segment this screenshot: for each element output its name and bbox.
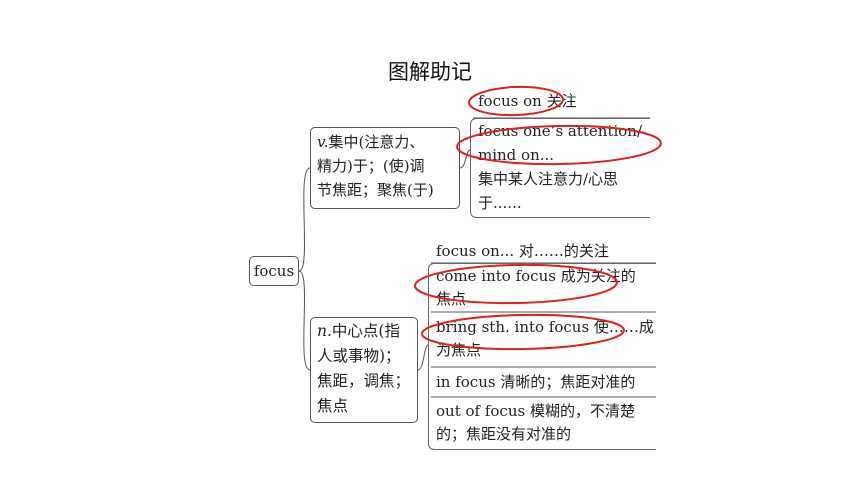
verb-node: v.集中(注意力、 精力)于；(使)调 节焦距；聚焦(于) — [310, 127, 460, 209]
noun-item-come-into-focus: come into focus 成为关注的 焦点 — [436, 265, 636, 311]
connector-root-noun — [298, 270, 311, 371]
verb-item-b-line-1: focus one’s attention/ — [478, 122, 643, 140]
noun-item-b-line-2: 焦点 — [436, 290, 467, 308]
noun-item-focus-on: focus on... 对……的关注 — [436, 240, 609, 263]
noun-item-bring-into-focus: bring sth. into focus 使……成 为焦点 — [436, 316, 654, 362]
verb-line-2: 精力)于；(使)调 — [317, 157, 425, 175]
noun-items-bracket — [428, 263, 656, 450]
verb-item-focus-attention: focus one’s attention/ mind on... 集中某人注意… — [478, 119, 642, 215]
noun-node: n.中心点(指 人或事物)； 焦距，调焦； 焦点 — [310, 317, 418, 423]
noun-line-3: 焦距，调焦； — [317, 372, 411, 390]
verb-item-b-line-3: 集中某人注意力/心思 — [478, 170, 619, 188]
root-node-focus: focus — [249, 256, 299, 286]
diagram-title: 图解助记 — [388, 60, 472, 84]
verb-items-bracket — [470, 118, 650, 218]
noun-item-c-line-2: 为焦点 — [436, 341, 482, 359]
pos-prefix: n. — [317, 322, 332, 340]
pos-prefix: v. — [317, 133, 329, 151]
noun-item-in-focus: in focus 清晰的；焦距对准的 — [436, 371, 635, 394]
noun-item-b-line-1: come into focus 成为关注的 — [436, 267, 636, 285]
noun-item-e-line-1: out of focus 模糊的，不清楚 — [436, 402, 635, 420]
connector-noun-items — [417, 344, 429, 371]
verb-line-3: 节焦距；聚焦(于) — [317, 181, 434, 199]
verb-item-b-line-4: 于...... — [478, 194, 522, 212]
connector-verb-items — [459, 149, 471, 169]
noun-line-1: n.中心点(指 — [317, 322, 400, 340]
verb-item-focus-on: focus on 关注 — [478, 90, 577, 113]
noun-item-out-of-focus: out of focus 模糊的，不清楚 的；焦距没有对准的 — [436, 400, 635, 446]
verb-line-1: v.集中(注意力、 — [317, 133, 425, 151]
verb-item-a-line-1: focus on 关注 — [478, 92, 577, 110]
noun-item-e-line-2: 的；焦距没有对准的 — [436, 425, 572, 443]
noun-item-d-line-1: in focus 清晰的；焦距对准的 — [436, 373, 636, 391]
noun-line-2: 人或事物)； — [317, 347, 401, 365]
noun-item-c-line-1: bring sth. into focus 使……成 — [436, 318, 654, 336]
noun-item-a-line-1: focus on... 对……的关注 — [436, 242, 609, 260]
verb-item-b-line-2: mind on... — [478, 146, 555, 164]
connector-root-verb — [298, 167, 311, 272]
noun-line-4: 焦点 — [317, 397, 349, 415]
